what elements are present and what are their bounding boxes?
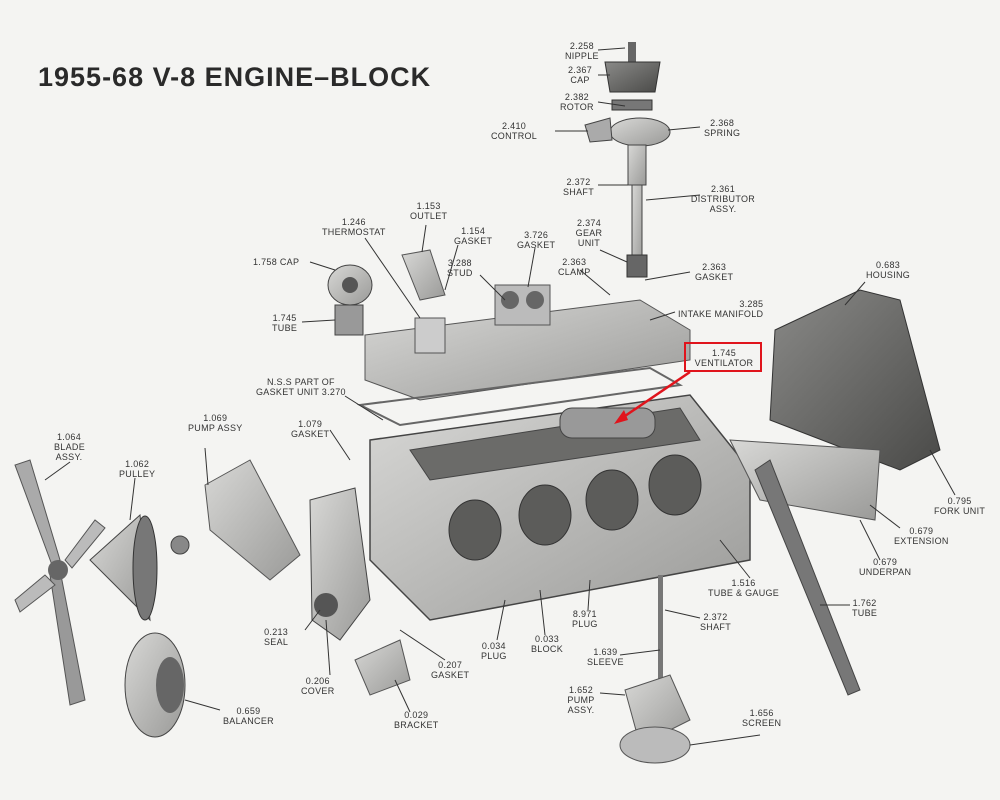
housing-part [769, 289, 941, 471]
ventilator-pointer-arrow [614, 370, 691, 424]
oil-tube-part [754, 459, 861, 696]
thermostat-outlet-part [327, 249, 446, 336]
underpan-part [729, 439, 881, 521]
ventilator-highlight-box [684, 342, 762, 372]
engine-block-part [369, 394, 751, 621]
water-pump-part [170, 459, 301, 581]
intake-manifold-part [364, 284, 691, 401]
label-cap-1758: 1.758 CAP [253, 257, 300, 267]
pulley-part [89, 513, 158, 622]
gasket-outline [356, 366, 684, 427]
fan-blade-part [14, 459, 106, 706]
leader-lines [44, 47, 956, 746]
oil-pump-part [619, 575, 691, 764]
bracket-part [354, 639, 411, 696]
balancer-part [124, 632, 186, 738]
timing-cover-part [309, 487, 371, 641]
diagram-title: 1955-68 V-8 ENGINE–BLOCK [38, 62, 432, 92]
distributor-part [584, 42, 671, 278]
